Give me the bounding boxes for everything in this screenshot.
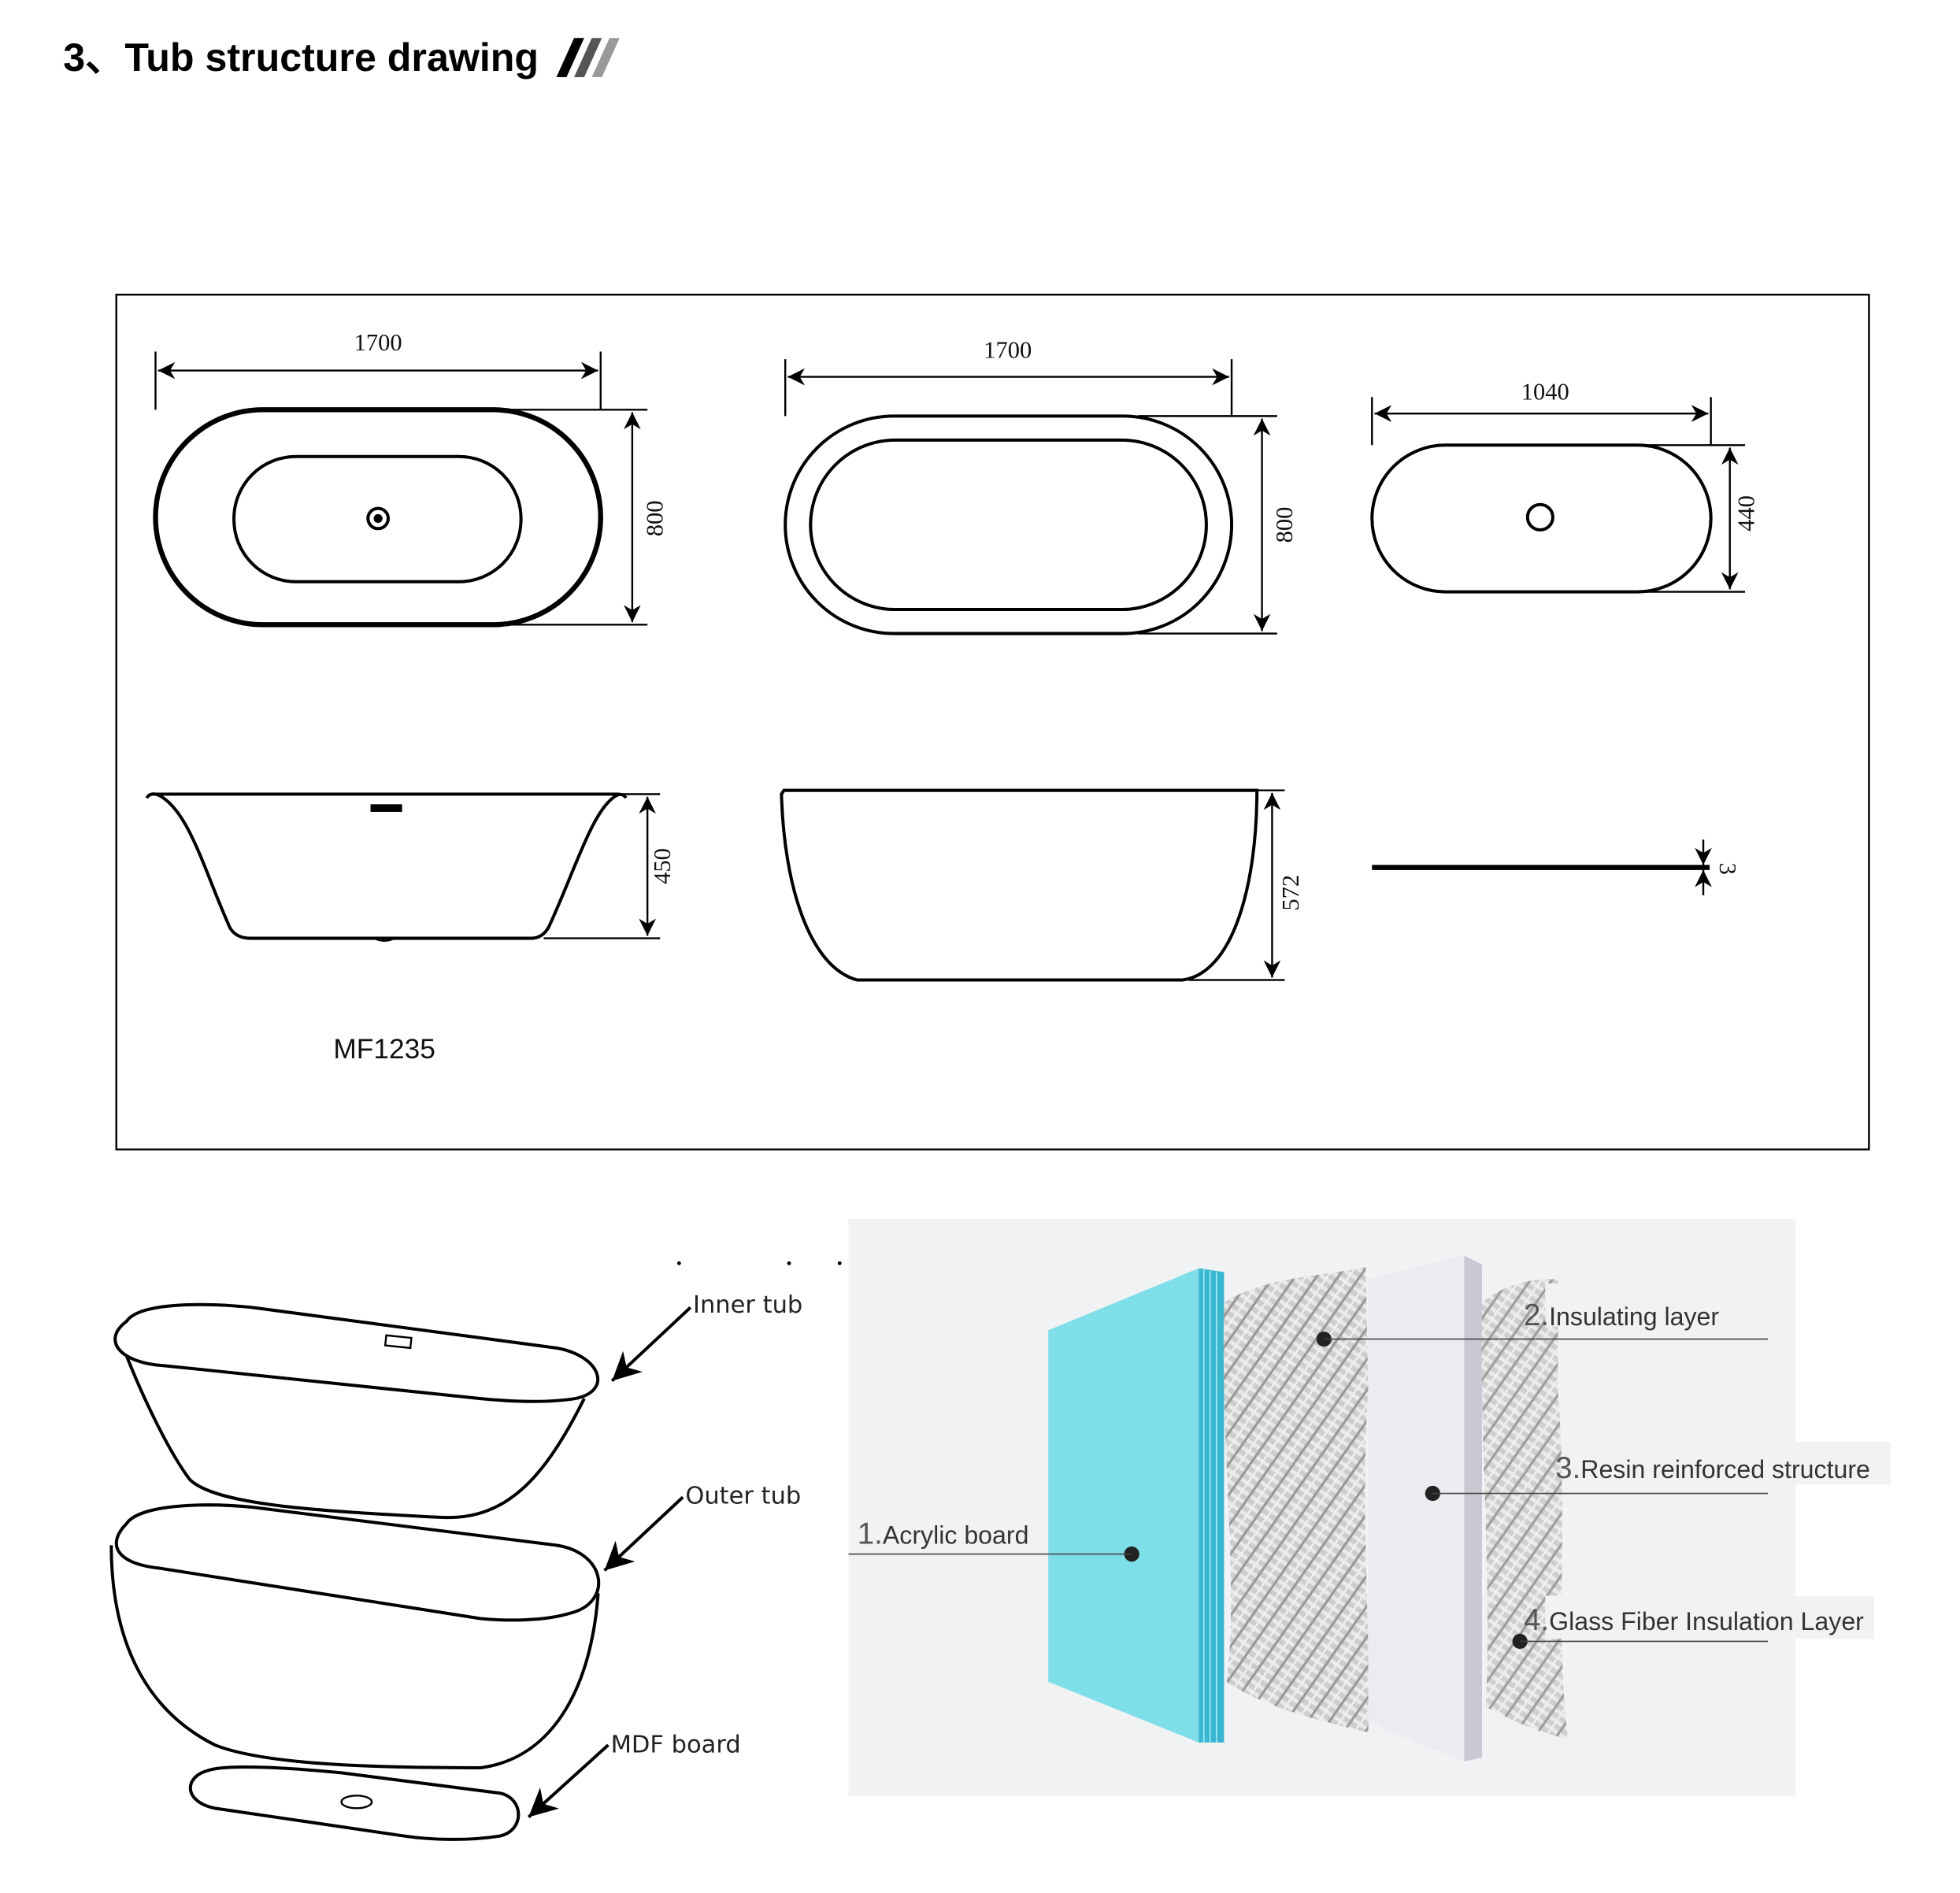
overflow-icon xyxy=(370,804,402,812)
board-section xyxy=(1372,839,1712,895)
dimension-width: 1700 xyxy=(984,336,1032,363)
model-number: MF1235 xyxy=(333,1034,435,1065)
dimension-width: 1700 xyxy=(354,329,402,356)
side-view-left xyxy=(145,792,661,942)
dimension-depth: 440 xyxy=(1732,495,1759,532)
plan-view-base xyxy=(1370,397,1746,594)
plan-view-middle xyxy=(784,359,1277,635)
acrylic-board xyxy=(1048,1268,1199,1743)
dots xyxy=(676,1261,842,1265)
dimension-depth: 800 xyxy=(641,501,668,537)
dimension-height: 572 xyxy=(1277,875,1304,911)
label-outer-tub: Outer tub xyxy=(685,1482,801,1510)
layer-1: 1.Acrylic board xyxy=(858,1517,1029,1551)
layer-4: 4.Glass Fiber Insulation Layer xyxy=(1524,1603,1864,1637)
drawing-frame xyxy=(115,294,1870,1150)
title-stripes-icon xyxy=(556,38,620,78)
layer-illustration xyxy=(848,1219,1891,1796)
drain-hole-icon xyxy=(340,1795,373,1810)
layer-2: 2.Insulating layer xyxy=(1524,1298,1719,1332)
exploded-view xyxy=(109,1261,842,1841)
label-inner-tub: Inner tub xyxy=(693,1291,802,1319)
insulating-layer xyxy=(1223,1267,1369,1733)
glass-fiber-layer xyxy=(1481,1279,1569,1739)
dimension-depth: 800 xyxy=(1271,507,1298,543)
resin-board xyxy=(1368,1255,1483,1761)
label-mdf-board: MDF board xyxy=(611,1732,741,1759)
drain-icon xyxy=(366,506,390,531)
page-title: 3、Tub structure drawing xyxy=(63,35,539,80)
dimension-height: 450 xyxy=(649,848,676,884)
dimension-width: 1040 xyxy=(1521,378,1569,405)
side-view-middle xyxy=(780,788,1285,982)
drain-hole-icon xyxy=(1525,502,1554,532)
dimension-thickness: 3 xyxy=(1714,863,1741,875)
overflow-icon xyxy=(383,1334,413,1350)
layer-3: 3.Resin reinforced structure xyxy=(1555,1451,1870,1485)
plan-view-left xyxy=(153,351,648,628)
